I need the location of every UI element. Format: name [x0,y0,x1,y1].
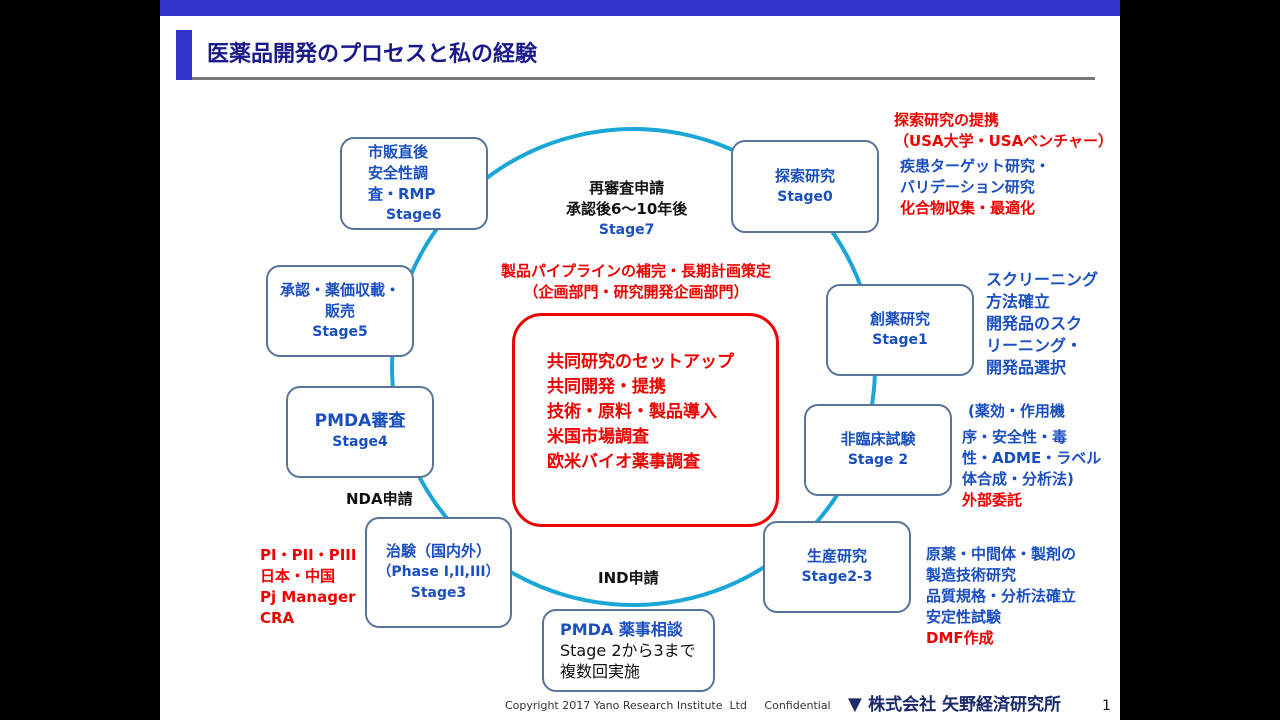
note-line: 体合成・分析法) [962,470,1074,488]
pipeline-label: （企画部門・研究開発企画部門） [523,283,749,301]
note-line: （USA大学・USAベンチャー） [894,132,1114,150]
stage5-box: 承認・薬価収載・ 販売 Stage5 [266,265,414,357]
stage6-box: 市販直後 安全性調 査・RMP Stage6 [340,137,488,230]
top-bar [160,0,1120,16]
stage0-label: 探索研究 [774,166,835,185]
center-item: 欧米バイオ薬事調査 [547,452,700,472]
note-line: 品質規格・分析法確立 [926,587,1077,605]
stage1-number: Stage1 [872,332,928,348]
title-accent [176,30,192,80]
stage5-label: 承認・薬価収載・ [279,280,400,299]
note-line: CRA [260,609,295,627]
stage4-box: PMDA審査 Stage4 [286,386,434,478]
note-line: 原薬・中間体・製剤の [926,545,1077,563]
stage0-notes: 探索研究の提携 （USA大学・USAベンチャー） 疾患ターゲット研究・ バリデー… [894,110,1113,219]
stage6-label: 査・RMP [368,184,436,203]
stage5-number: Stage5 [312,323,368,340]
copyright-footer: Copyright 2017 Yano Research Institute L… [505,699,831,712]
stage4-label: PMDA審査 [314,411,406,431]
logo-mark-icon: ▼ [848,694,869,715]
note-line: 疾患ターゲット研究・ [900,157,1051,175]
stage1-notes: スクリーニング 方法確立 開発品のスク リーニング・ 開発品選択 [986,269,1098,379]
center-activities-box: 共同研究のセットアップ 共同開発・提携 技術・原料・製品導入 米国市場調査 欧米… [512,313,779,527]
stage4-number: Stage4 [332,434,388,450]
stage6-label: 安全性調 [368,163,429,182]
slide: 医薬品開発のプロセスと私の経験 市販直後 安全性調 査・RMP Stage6 探… [160,0,1120,720]
pmda-consult-detail: Stage 2から3まで [560,641,696,660]
note-line: (薬効・作用機 [968,402,1065,420]
stage5-label: 販売 [324,301,355,320]
note-line: PI・PII・PIII [260,546,357,564]
stage7-label: 再審査申請 [589,179,665,197]
pmda-consult-title: PMDA 薬事相談 [560,620,683,639]
pmda-consult-box: PMDA 薬事相談 Stage 2から3まで 複数回実施 [542,609,715,692]
page-number: 1 [1102,698,1111,714]
stage7-text: 再審査申請 承認後6～10年後 Stage7 [566,178,687,241]
note-line: バリデーション研究 [900,178,1035,196]
stage2-3-number: Stage2-3 [801,569,873,585]
stage1-box: 創薬研究 Stage1 [826,284,974,376]
note-line: 開発品のスク [986,314,1083,333]
note-line: 日本・中国 [260,567,336,585]
note-line: 化合物収集・最適化 [900,199,1036,217]
note-line: リーニング・ [986,336,1083,355]
stage2-notes: (薬効・作用機 序・安全性・毒 性・ADME・ラベル 体合成・分析法) 外部委託 [962,401,1101,511]
slide-title: 医薬品開発のプロセスと私の経験 [207,42,538,67]
stage2-3-label: 生産研究 [806,547,867,565]
note-line: DMF作成 [926,629,994,647]
stage2-3-notes: 原薬・中間体・製剤の 製造技術研究 品質規格・分析法確立 安定性試験 DMF作成 [926,544,1076,649]
center-item: 共同研究のセットアップ [547,352,734,372]
note-line: 安定性試験 [926,608,1002,626]
stage3-notes: PI・PII・PIII 日本・中国 Pj Manager CRA [260,545,356,629]
note-line: 性・ADME・ラベル [962,449,1102,467]
note-line: 序・安全性・毒 [962,428,1068,446]
note-line: スクリーニング [986,270,1099,289]
center-item: 技術・原料・製品導入 [547,402,717,422]
pmda-consult-detail: 複数回実施 [560,662,641,681]
pipeline-text: 製品パイプラインの補完・長期計画策定 （企画部門・研究開発企画部門） [486,261,786,303]
center-item: 共同開発・提携 [547,377,666,397]
company-logo: ▼ 株式会社 矢野経済研究所 [848,690,1061,715]
pipeline-label: 製品パイプラインの補完・長期計画策定 [500,262,771,280]
stage6-number: Stage6 [386,206,442,223]
stage2-label: 非臨床試験 [840,430,916,448]
stage3-phase: （Phase I,II,III） [377,564,500,580]
stage0-number: Stage0 [777,188,833,205]
note-line: 探索研究の提携 [894,111,1000,129]
note-line: 開発品選択 [986,358,1067,377]
note-line: 製造技術研究 [926,566,1017,584]
note-line: 方法確立 [986,292,1051,311]
stage6-label: 市販直後 [368,142,429,161]
center-item: 米国市場調査 [547,427,649,447]
logo-text: 株式会社 矢野経済研究所 [868,695,1062,715]
title-underline [192,77,1095,80]
nda-label: NDA申請 [346,490,413,508]
stage7-label: 承認後6～10年後 [566,200,688,218]
stage0-box: 探索研究 Stage0 [731,140,879,233]
stage2-box: 非臨床試験 Stage 2 [804,404,952,496]
ind-label: IND申請 [598,569,659,587]
stage3-box: 治験（国内外） （Phase I,II,III） Stage3 [365,517,512,628]
stage2-3-box: 生産研究 Stage2-3 [763,521,911,613]
stage3-label: 治験（国内外） [385,542,491,560]
stage2-number: Stage 2 [847,452,909,468]
note-line: 外部委託 [962,491,1023,509]
stage3-number: Stage3 [410,585,467,601]
stage1-label: 創薬研究 [869,310,930,328]
stage7-number: Stage7 [598,222,655,238]
note-line: Pj Manager [260,588,356,606]
